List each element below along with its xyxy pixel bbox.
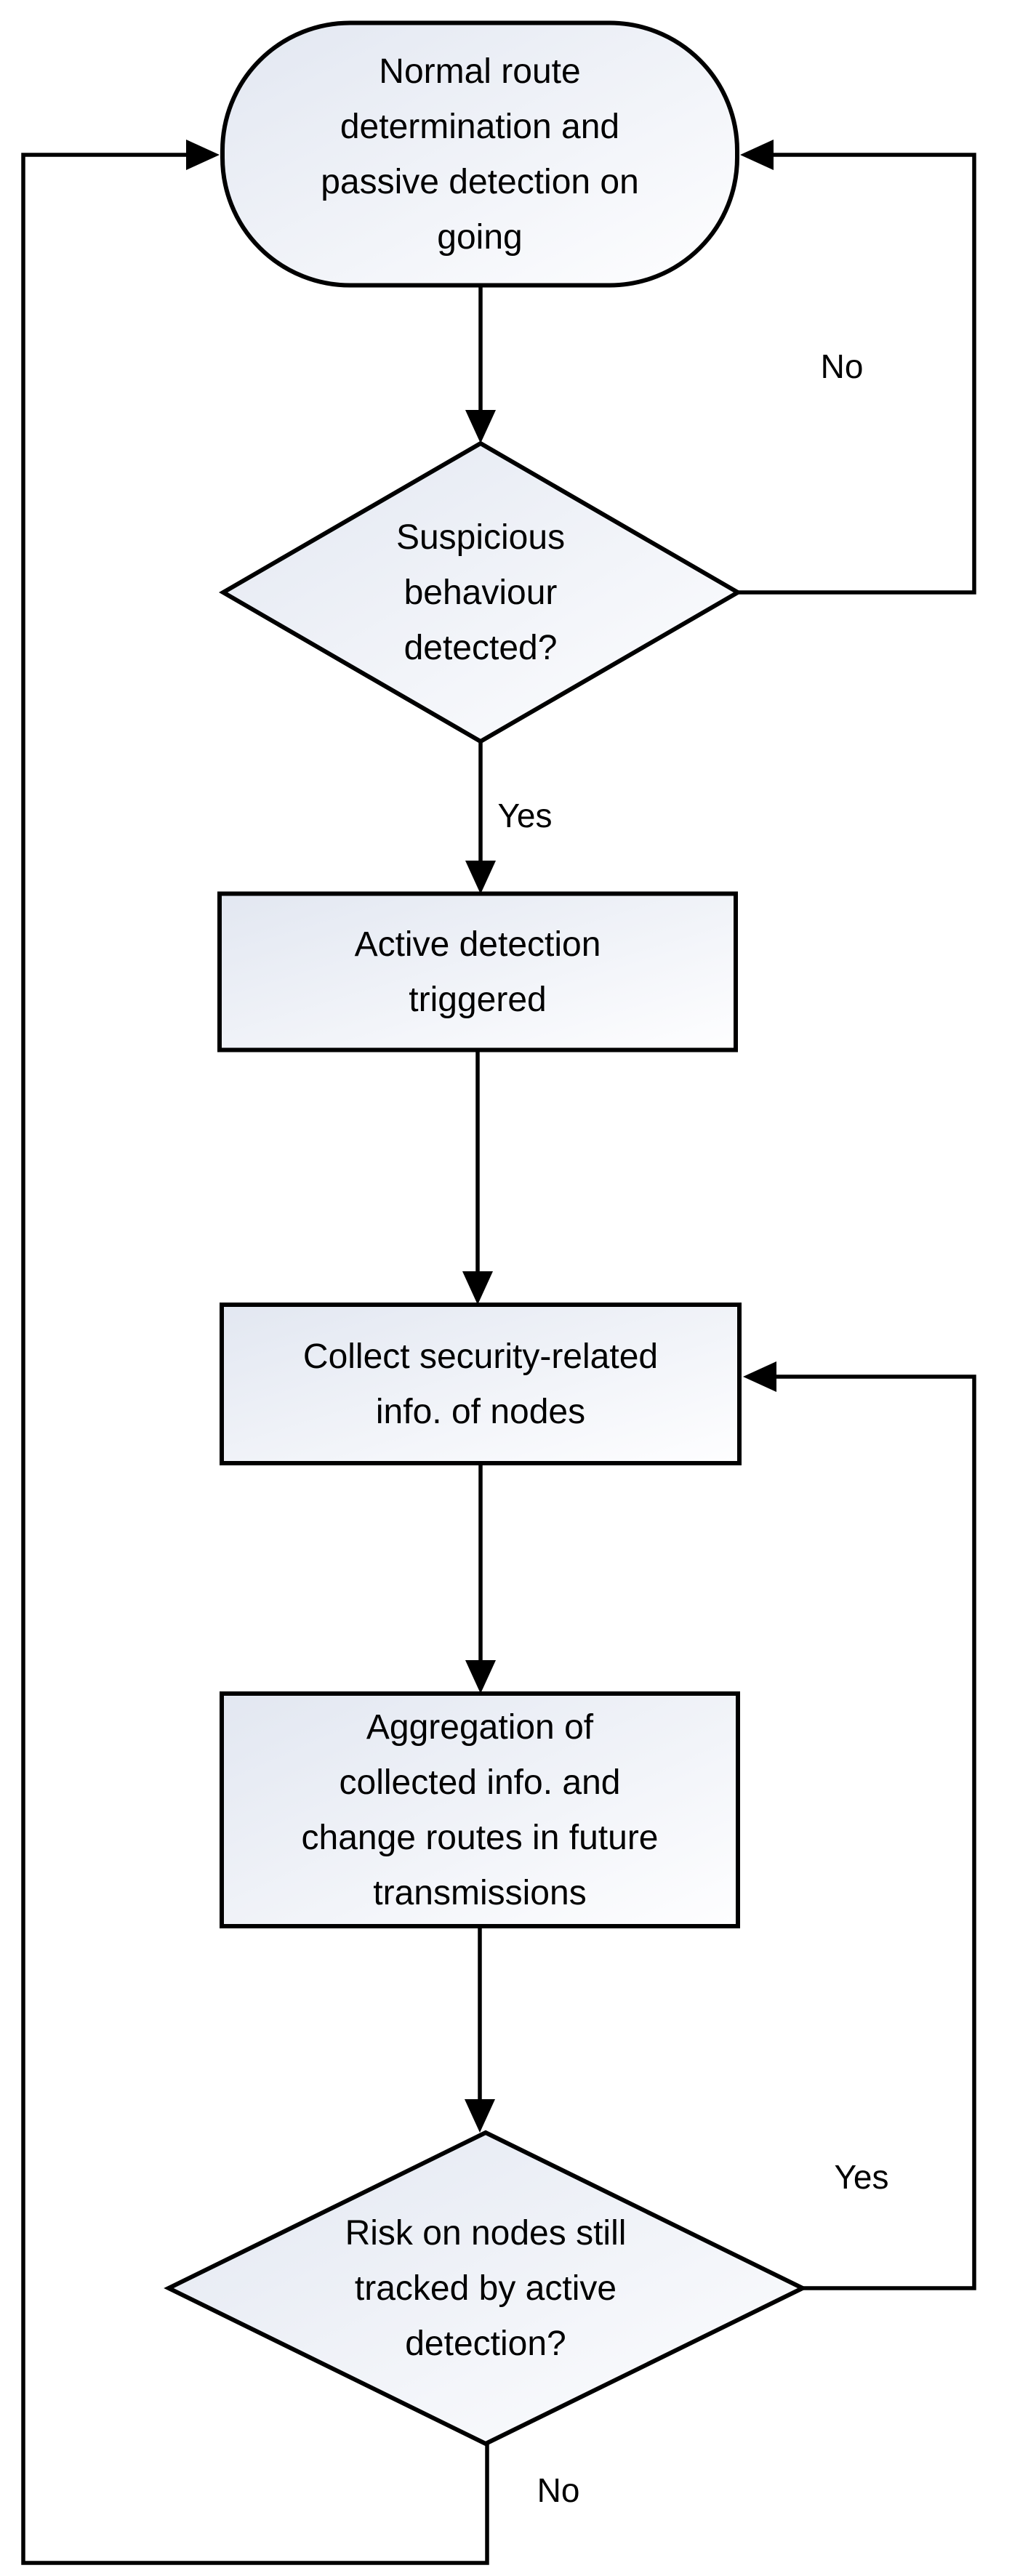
edge-risk-yes-arrowhead-icon	[743, 1361, 776, 1392]
node-risk-decision-label-line: detection?	[405, 2325, 566, 2363]
node-start-label: Normal route determination and passive det…	[321, 52, 639, 257]
edge-risk-yes	[743, 1361, 976, 2290]
edge-aggregation-to-risk-arrowhead-icon	[465, 2099, 495, 2133]
node-suspicious-decision-label-line: behaviour	[404, 573, 558, 612]
node-risk-decision-label-line: tracked by active	[355, 2269, 617, 2308]
collect-info-box	[220, 1303, 742, 1465]
edge-suspicious-yes	[465, 741, 496, 894]
edge-active-to-collect	[462, 1050, 493, 1305]
node-start-label-line: determination and	[340, 108, 619, 146]
edge-suspicious-no	[738, 140, 976, 595]
node-aggregation-label: Aggregation of collected info. and change …	[302, 1708, 659, 1912]
edge-risk-no-line	[21, 153, 489, 2565]
edge-collect-to-aggregation	[465, 1463, 496, 1694]
node-start: Normal route determination and passive det…	[220, 20, 739, 288]
node-collect-info-label-line: info. of nodes	[376, 1393, 585, 1431]
node-risk-decision-label-line: Risk on nodes still	[345, 2214, 627, 2253]
start-box	[220, 20, 739, 288]
edge-active-to-collect-arrowhead-icon	[462, 1271, 493, 1305]
node-suspicious-decision-label: Suspicious behaviour detected?	[396, 518, 565, 667]
edge-suspicious-yes-label: Yes	[497, 797, 552, 834]
node-suspicious-decision: Suspicious behaviour detected?	[219, 440, 742, 744]
node-risk-decision-label: Risk on nodes still tracked by active dete…	[345, 2214, 627, 2363]
edge-aggregation-to-risk	[465, 1926, 495, 2133]
aggregation-box	[220, 1691, 740, 1928]
edge-risk-no-label: No	[537, 2471, 580, 2509]
edge-start-to-suspicious	[465, 286, 496, 443]
node-active-detection-label-line: triggered	[409, 981, 546, 1019]
edge-collect-to-aggregation-arrowhead-icon	[465, 1660, 496, 1694]
node-start-label-line: Normal route	[379, 52, 580, 91]
node-aggregation-label-line: change routes in future	[302, 1819, 659, 1857]
edge-suspicious-no-label: No	[821, 347, 864, 385]
edge-suspicious-no-arrowhead-icon	[740, 140, 774, 170]
node-collect-info-label-line: Collect security-related	[303, 1337, 658, 1376]
node-start-label-line: going	[437, 218, 522, 257]
node-aggregation-label-line: Aggregation of	[366, 1708, 594, 1747]
node-collect-info: Collect security-related info. of nodes	[220, 1303, 742, 1465]
node-aggregation-label-line: transmissions	[373, 1874, 586, 1912]
node-aggregation: Aggregation of collected info. and change …	[220, 1691, 740, 1928]
edge-suspicious-yes-arrowhead-icon	[465, 861, 496, 894]
edge-risk-no-arrowhead-icon	[186, 140, 220, 170]
edge-risk-no	[21, 140, 489, 2565]
node-active-detection-label-line: Active detection	[355, 925, 601, 964]
edge-start-to-suspicious-arrowhead-icon	[465, 410, 496, 443]
active-detection-box	[217, 891, 738, 1052]
node-collect-info-label: Collect security-related info. of nodes	[303, 1337, 658, 1431]
node-start-label-line: passive detection on	[321, 163, 639, 201]
node-risk-decision: Risk on nodes still tracked by active dete…	[164, 2130, 808, 2447]
edge-risk-yes-label: Yes	[834, 2158, 888, 2196]
edge-suspicious-no-line	[738, 153, 976, 595]
node-aggregation-label-line: collected info. and	[340, 1763, 621, 1802]
node-suspicious-decision-label-line: Suspicious	[396, 518, 565, 557]
node-active-detection: Active detection triggered	[217, 891, 738, 1052]
node-active-detection-label: Active detection triggered	[355, 925, 601, 1019]
edge-risk-yes-line	[775, 1374, 976, 2290]
node-suspicious-decision-label-line: detected?	[404, 629, 558, 667]
